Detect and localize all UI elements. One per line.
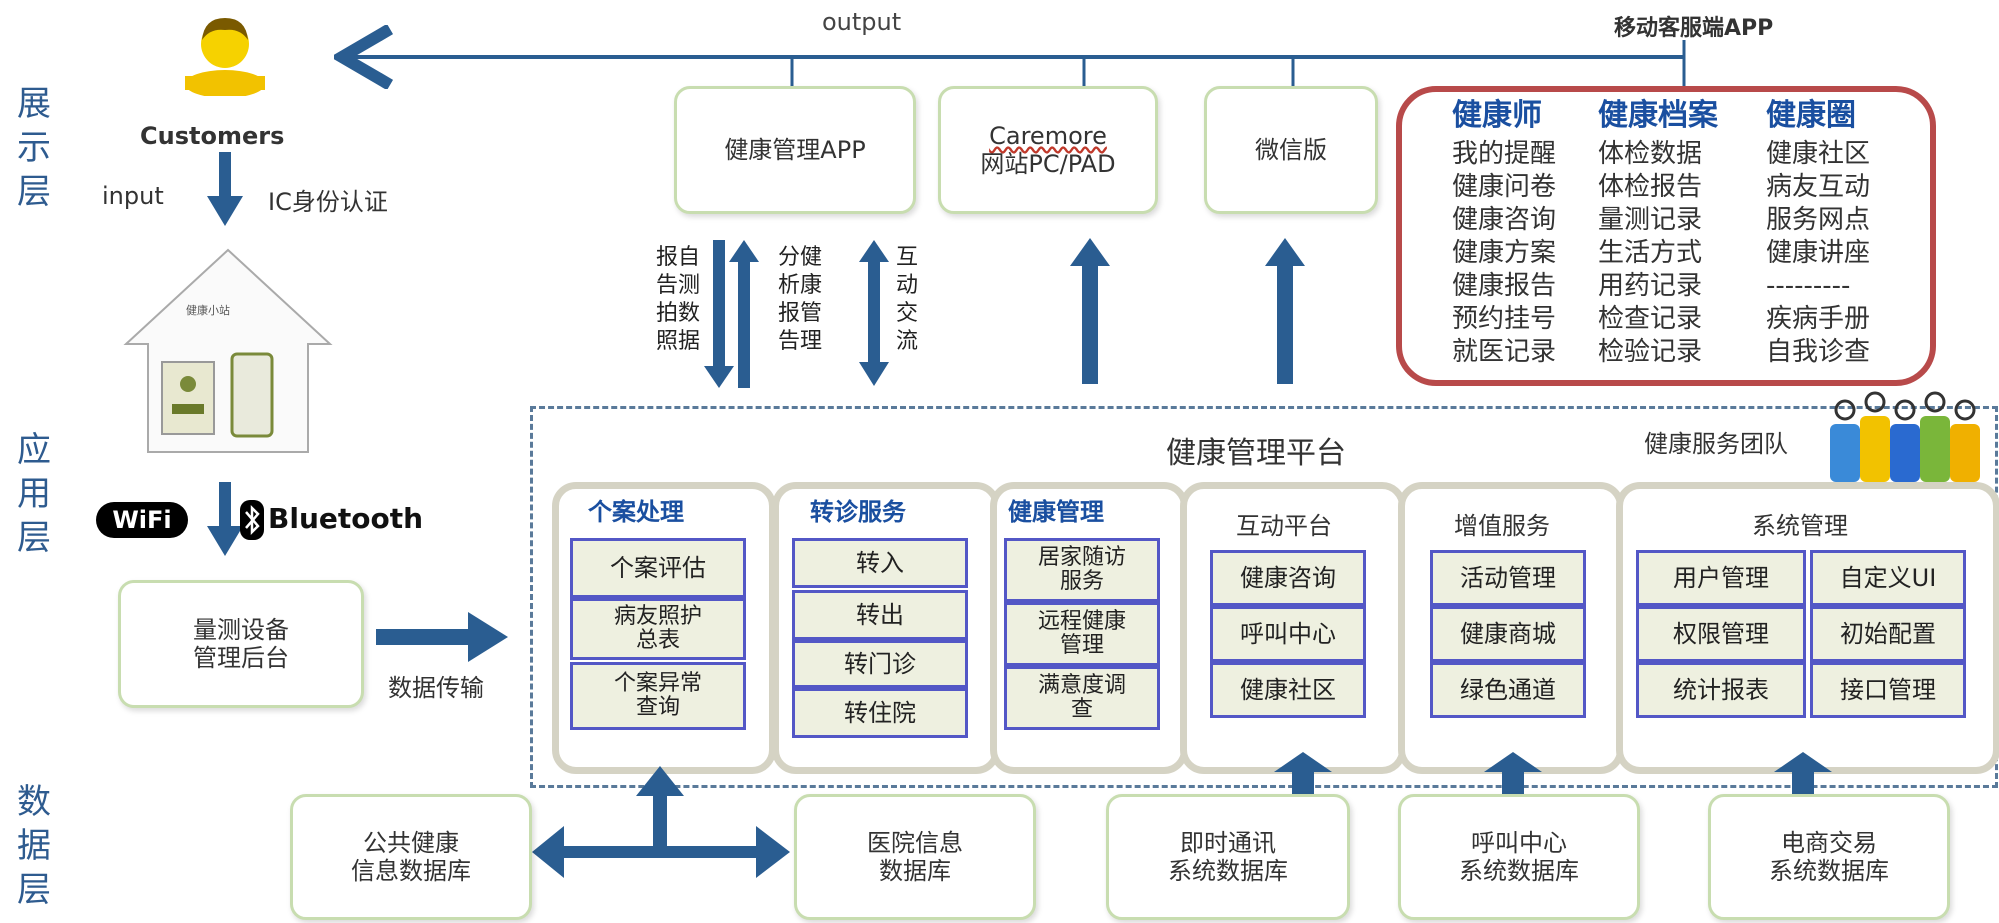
- interaction-item: 健康咨询: [1210, 550, 1366, 606]
- value-added-item: 活动管理: [1430, 550, 1586, 606]
- layer-label-data: 数据层: [17, 782, 51, 910]
- team-label: 健康服务团队: [1644, 430, 1788, 458]
- arrow-text-analysis: 分健 析康 报管 告理: [778, 245, 823, 354]
- referral-item: 转出: [792, 590, 968, 640]
- system-item: 统计报表: [1636, 662, 1806, 718]
- customers-label: Customers: [140, 122, 285, 150]
- health-station-house-icon: [123, 248, 333, 453]
- health-circle-column: 健康圈 健康社区 病友互动 服务网点 健康讲座 --------- 疾病手册 自…: [1766, 98, 1926, 369]
- health-management-item: 远程健康 管理: [1004, 602, 1160, 666]
- layer-label-application: 应用层: [17, 430, 51, 558]
- system-item: 接口管理: [1810, 662, 1966, 718]
- value-added-item: 健康商城: [1430, 606, 1586, 662]
- hospital-database: 医院信息 数据库: [794, 794, 1036, 920]
- caremore-label: Caremore: [989, 122, 1107, 150]
- interaction-platform-title: 互动平台: [1236, 512, 1332, 540]
- ecommerce-database: 电商交易 系统数据库: [1708, 794, 1950, 920]
- data-transfer-label: 数据传输: [388, 674, 484, 702]
- device-backend-box: 量测设备 管理后台: [118, 580, 364, 708]
- system-item: 用户管理: [1636, 550, 1806, 606]
- list-item: 就医记录: [1452, 337, 1557, 367]
- system-item: 初始配置: [1810, 606, 1966, 662]
- list-item: 体检数据: [1598, 139, 1703, 169]
- layer-label-display: 展示层: [17, 84, 51, 212]
- health-app-box: 健康管理APP: [674, 86, 916, 214]
- health-management-title: 健康管理: [1008, 498, 1104, 526]
- call-center-database: 呼叫中心 系统数据库: [1398, 794, 1640, 920]
- system-management-title: 系统管理: [1752, 512, 1848, 540]
- referral-item: 转住院: [792, 688, 968, 738]
- referral-item: 转入: [792, 538, 968, 588]
- down-arrow-icon: [207, 152, 243, 226]
- list-item: ---------: [1766, 271, 1851, 301]
- list-item: 病友互动: [1766, 172, 1871, 202]
- arrow-text-self-test: 报自 告测 拍数 照据: [656, 245, 701, 354]
- case-item: 个案评估: [570, 538, 746, 598]
- list-item: 预约挂号: [1452, 304, 1557, 334]
- case-item: 病友照护 总表: [570, 598, 746, 660]
- wechat-box: 微信版: [1204, 86, 1378, 214]
- bluetooth-icon: [240, 500, 264, 540]
- interaction-item: 健康社区: [1210, 662, 1366, 718]
- health-record-column: 健康档案 体检数据 体检报告 量测记录 生活方式 用药记录 检查记录 检验记录: [1598, 98, 1758, 369]
- list-item: 自我诊查: [1766, 337, 1871, 367]
- list-item: 检查记录: [1598, 304, 1703, 334]
- list-item: 服务网点: [1766, 205, 1871, 235]
- interaction-item: 呼叫中心: [1210, 606, 1366, 662]
- list-item: 健康讲座: [1766, 238, 1871, 268]
- pc-pad-label: 网站PC/PAD: [980, 150, 1116, 178]
- case-handling-title: 个案处理: [588, 498, 684, 526]
- system-item: 自定义UI: [1810, 550, 1966, 606]
- customer-icon: [185, 18, 265, 96]
- list-item: 健康社区: [1766, 139, 1871, 169]
- referral-item: 转门诊: [792, 640, 968, 688]
- health-advisor-header: 健康师: [1452, 98, 1542, 133]
- list-item: 健康咨询: [1452, 205, 1557, 235]
- list-item: 健康报告: [1452, 271, 1557, 301]
- mobile-app-panel: [1396, 86, 1936, 386]
- arrow-text-interaction: 互 动 交 流: [896, 245, 919, 354]
- health-management-item: 居家随访 服务: [1004, 538, 1160, 602]
- input-label: input: [102, 182, 164, 210]
- wifi-badge: WiFi: [96, 502, 188, 538]
- health-advisor-column: 健康师 我的提醒 健康问卷 健康咨询 健康方案 健康报告 预约挂号 就医记录: [1452, 98, 1612, 369]
- instant-messaging-database: 即时通讯 系统数据库: [1106, 794, 1350, 920]
- down-arrow-icon: [207, 482, 243, 556]
- health-management-item: 满意度调 查: [1004, 666, 1160, 730]
- bluetooth-label: Bluetooth: [268, 502, 424, 535]
- system-item: 权限管理: [1636, 606, 1806, 662]
- list-item: 生活方式: [1598, 238, 1703, 268]
- ic-auth-label: IC身份认证: [268, 188, 388, 216]
- health-circle-header: 健康圈: [1766, 98, 1856, 133]
- platform-title: 健康管理平台: [1166, 436, 1346, 471]
- house-label: 健康小站: [186, 304, 230, 317]
- list-item: 健康问卷: [1452, 172, 1557, 202]
- output-label: output: [822, 8, 902, 36]
- list-item: 量测记录: [1598, 205, 1703, 235]
- list-item: 检验记录: [1598, 337, 1703, 367]
- list-item: 体检报告: [1598, 172, 1703, 202]
- public-health-database: 公共健康 信息数据库: [290, 794, 532, 920]
- referral-title: 转诊服务: [810, 498, 906, 526]
- service-team-icon: [1830, 391, 1980, 482]
- list-item: 健康方案: [1452, 238, 1557, 268]
- case-item: 个案异常 查询: [570, 662, 746, 730]
- list-item: 用药记录: [1598, 271, 1703, 301]
- list-item: 我的提醒: [1452, 139, 1557, 169]
- list-item: 疾病手册: [1766, 304, 1871, 334]
- mobile-app-label: 移动客服端APP: [1614, 16, 1774, 41]
- right-arrow-icon: [376, 612, 508, 662]
- caremore-site-box: Caremore 网站PC/PAD: [938, 86, 1158, 214]
- value-added-item: 绿色通道: [1430, 662, 1586, 718]
- value-added-title: 增值服务: [1454, 512, 1550, 540]
- health-record-header: 健康档案: [1598, 98, 1718, 133]
